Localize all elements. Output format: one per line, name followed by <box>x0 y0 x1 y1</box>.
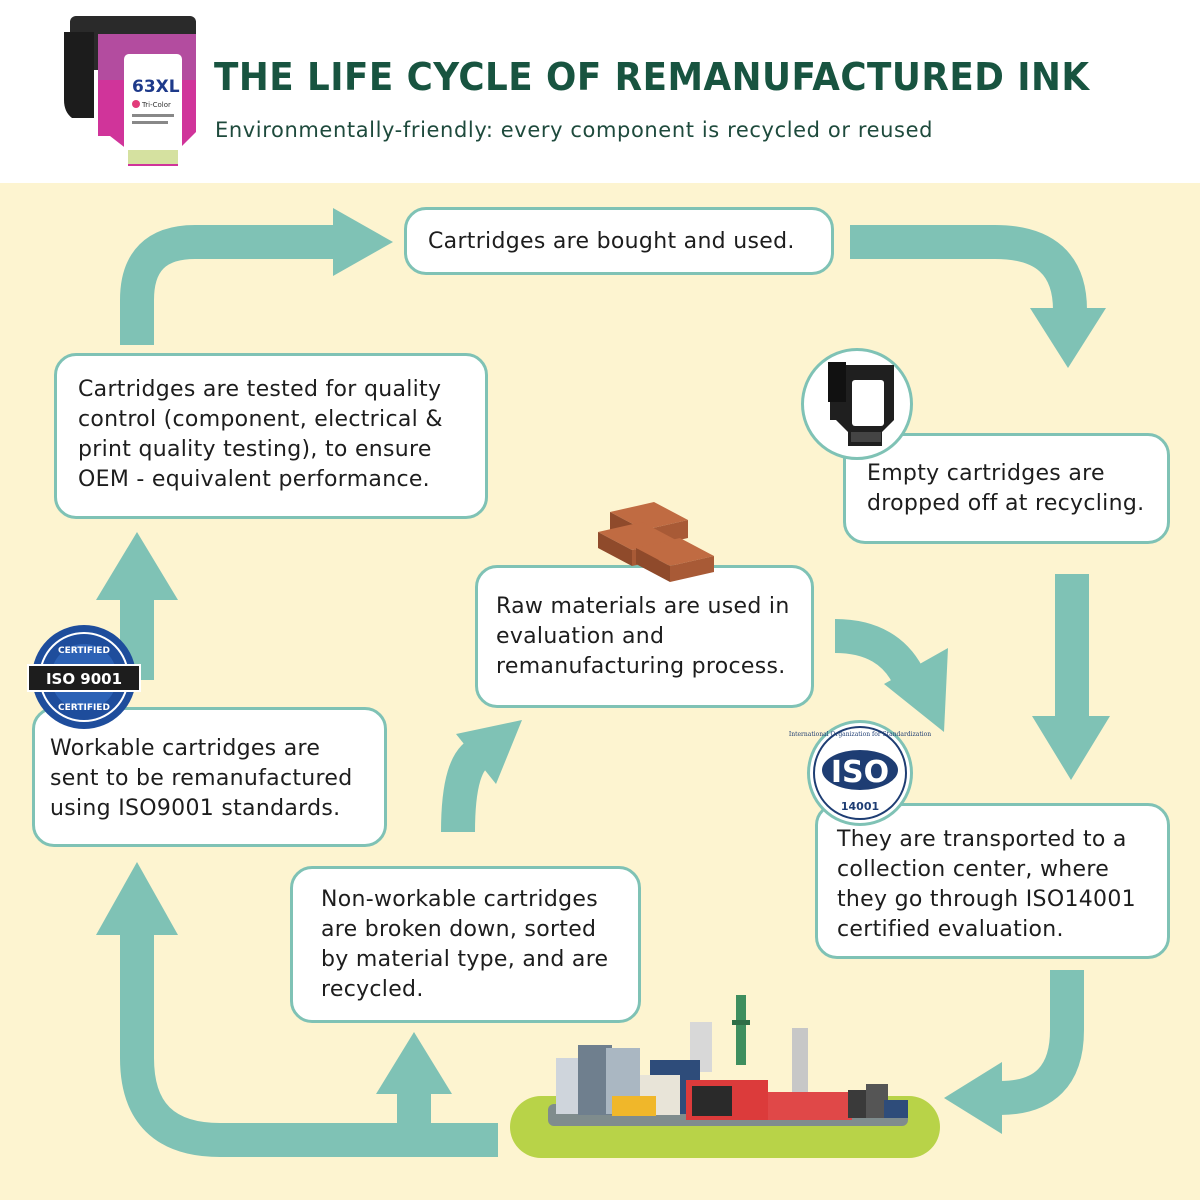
arrowhead-factory <box>944 1062 1002 1134</box>
cartridge-model-label: 63XL <box>132 77 180 97</box>
arrowhead-raw <box>456 720 522 784</box>
arrowhead-workable <box>96 862 178 935</box>
step-bought-text: Cartridges are bought and used. <box>428 229 795 254</box>
iso9001-bottom-label: CERTIFIED <box>58 703 110 713</box>
step-raw-text: Raw materials are used in evaluation and… <box>496 594 790 679</box>
page-subtitle: Environmentally-friendly: every componen… <box>215 118 934 142</box>
step-transport-box: They are transported to a collection cen… <box>815 803 1170 959</box>
page-title: THE LIFE CYCLE OF REMANUFACTURED INK <box>214 55 1090 99</box>
arrow-bought-to-dropoff <box>850 225 1087 311</box>
arrowhead-dropoff <box>1030 308 1106 368</box>
header <box>0 0 1200 183</box>
arrow-transport-to-factory <box>999 970 1084 1115</box>
step-nonworkable-text: Non-workable cartridges are broken down,… <box>321 887 609 1002</box>
iso9001-top-label: CERTIFIED <box>58 646 110 656</box>
iso14001-main-label: ISO <box>831 755 889 790</box>
iso14001-ring-label: International Organization for Standardi… <box>789 731 931 738</box>
step-transport-text: They are transported to a collection cen… <box>837 827 1136 942</box>
cartridge-small-label: Tri-Color <box>141 101 171 109</box>
step-tested-text: Cartridges are tested for quality contro… <box>78 377 443 492</box>
arrowhead-bought <box>333 208 393 276</box>
step-dropoff-box: Empty cartridges are dropped off at recy… <box>843 433 1170 544</box>
step-dropoff-text: Empty cartridges are dropped off at recy… <box>867 461 1145 516</box>
step-tested-box: Cartridges are tested for quality contro… <box>54 353 488 519</box>
arrowhead-tested <box>96 532 178 600</box>
step-nonworkable-box: Non-workable cartridges are broken down,… <box>290 866 641 1023</box>
step-bought-box: Cartridges are bought and used. <box>404 207 834 275</box>
iso9001-main-label: ISO 9001 <box>46 670 122 688</box>
header-cartridge-icon: 63XL Tri-Color <box>64 16 196 166</box>
arrowhead-transport <box>1032 716 1110 780</box>
arrow-raw-to-transport <box>834 619 926 688</box>
step-workable-text: Workable cartridges are sent to be reman… <box>50 736 353 821</box>
arrow-tested-to-bought <box>120 225 335 345</box>
step-raw-box: Raw materials are used in evaluation and… <box>475 565 814 708</box>
arrowhead-raw-transport <box>884 648 948 732</box>
iso14001-sub-label: 14001 <box>841 800 879 813</box>
tricolor-icon <box>132 100 140 108</box>
arrowhead-nonworkable <box>376 1032 452 1094</box>
step-workable-box: Workable cartridges are sent to be reman… <box>32 707 387 847</box>
arrow-factory-to-workable <box>120 935 498 1157</box>
